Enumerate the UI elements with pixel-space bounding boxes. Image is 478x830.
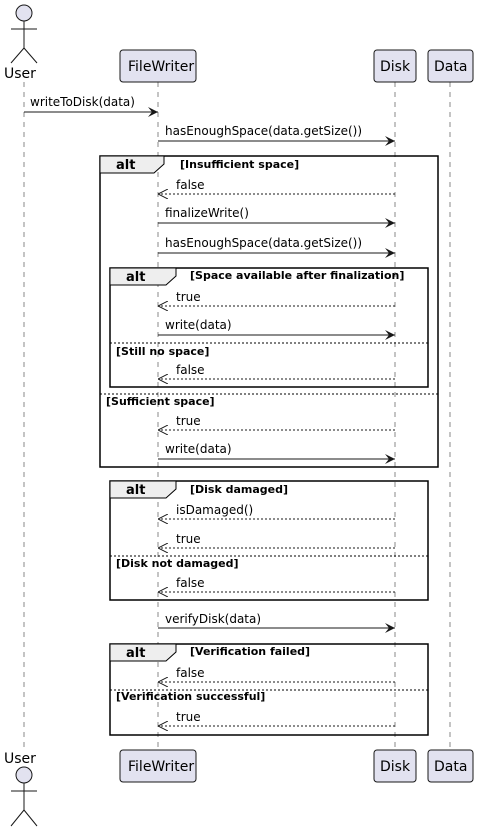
participant-label-filewriter-bottom: FileWriter	[128, 759, 194, 775]
frame-guard: [Verification successful]	[116, 690, 265, 703]
participant-label-disk-top: Disk	[380, 59, 411, 75]
participant-data-bottom	[427, 749, 474, 783]
message-label: finalizeWrite()	[165, 206, 249, 220]
frame-tab	[99, 155, 165, 174]
frame-keyword: alt	[116, 158, 135, 173]
participant-label-data-top: Data	[434, 59, 467, 75]
frame-guard: [Sufficient space]	[106, 395, 215, 408]
actor-leg-right	[23, 809, 38, 827]
message-label: hasEnoughSpace(data.getSize())	[165, 236, 362, 250]
frame-keyword: alt	[126, 646, 145, 661]
participant-disk-bottom	[373, 749, 417, 783]
message-label: true	[176, 290, 201, 304]
message-label: isDamaged()	[176, 503, 253, 517]
participant-filewriter-bottom	[119, 749, 197, 783]
participant-filewriter-top	[119, 49, 197, 83]
frame-guard: [Still no space]	[116, 345, 209, 358]
message-label: write(data)	[165, 442, 232, 456]
message-label: verifyDisk(data)	[165, 612, 261, 626]
message-label: false	[176, 576, 205, 590]
participant-label-data-bottom: Data	[434, 759, 467, 775]
frame-keyword: alt	[126, 270, 145, 285]
actor-label-user-top: User	[4, 66, 36, 82]
frame-tab	[109, 267, 177, 286]
frame-guard: [Disk damaged]	[190, 483, 288, 496]
frame-border	[99, 155, 439, 468]
message-label: writeToDisk(data)	[30, 95, 135, 109]
frame-keyword: alt	[126, 483, 145, 498]
actor-user-bottom: User	[4, 751, 38, 827]
participant-data-top	[427, 49, 474, 83]
alt-frame-space: alt [Insufficient space] [Sufficient spa…	[99, 155, 439, 468]
participant-label-disk-bottom: Disk	[380, 759, 411, 775]
actor-head	[15, 766, 33, 784]
actor-label-user-bottom: User	[4, 751, 36, 767]
actor-leg-right	[23, 47, 38, 64]
frame-guard: [Space available after finalization]	[190, 269, 404, 282]
frame-guard: [Verification failed]	[190, 645, 310, 658]
actor-head	[15, 4, 33, 22]
message-label: false	[176, 178, 205, 192]
message-label: false	[176, 666, 205, 680]
participant-label-filewriter-top: FileWriter	[128, 59, 194, 75]
alt-frame-verification: alt [Verification failed] [Verification …	[109, 643, 429, 736]
message-label: true	[176, 710, 201, 724]
message-label: true	[176, 532, 201, 546]
frame-guard: [Disk not damaged]	[116, 557, 239, 570]
participant-disk-top	[373, 49, 417, 83]
message-label: false	[176, 363, 205, 377]
frame-border	[109, 267, 429, 388]
actor-leg-left	[10, 809, 25, 827]
frame-tab	[109, 480, 177, 499]
alt-frame-damage: alt [Disk damaged] [Disk not damaged]	[109, 480, 429, 601]
frame-border	[109, 480, 429, 601]
frame-guard: [Insufficient space]	[180, 158, 299, 171]
actor-user-top: User	[4, 4, 38, 82]
message-label: hasEnoughSpace(data.getSize())	[165, 124, 362, 138]
actor-leg-left	[10, 47, 25, 64]
message-label: write(data)	[165, 318, 232, 332]
alt-frame-finalize: alt [Space available after finalization]…	[109, 267, 429, 388]
frame-tab	[109, 643, 177, 662]
message-label: true	[176, 414, 201, 428]
